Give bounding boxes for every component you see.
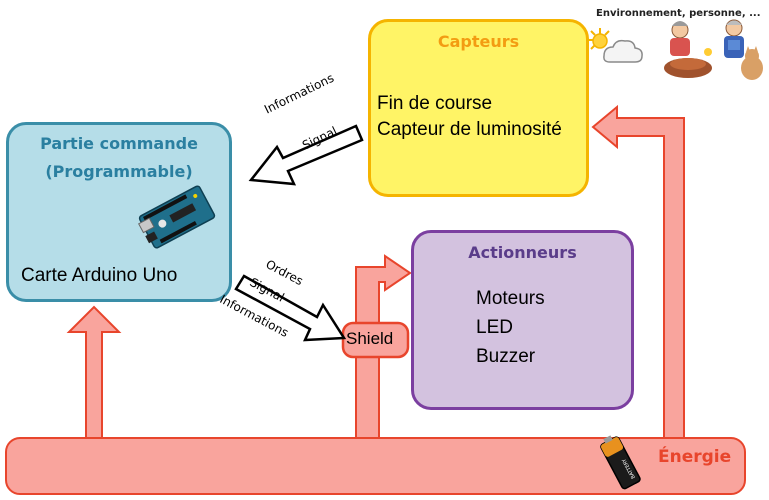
energy-arrow-to-actionneurs bbox=[355, 254, 412, 439]
actionneurs-item-moteurs: Moteurs bbox=[476, 288, 545, 309]
arrow-commande-to-shield bbox=[234, 274, 347, 342]
actionneurs-item-buzzer: Buzzer bbox=[476, 346, 536, 367]
battery-icon: BATTERY bbox=[600, 435, 641, 490]
arduino-board-icon bbox=[138, 185, 216, 249]
shield-box bbox=[341, 321, 410, 359]
actionneurs-item-led: LED bbox=[476, 317, 513, 338]
environment-caption: Environnement, personne, ... bbox=[596, 8, 761, 19]
commande-board-label: Carte Arduino Uno bbox=[21, 265, 178, 286]
shield-label: Shield bbox=[346, 329, 394, 348]
arrow-capteurs-to-commande bbox=[248, 124, 364, 186]
energy-arrow-to-capteurs bbox=[591, 104, 685, 439]
capteurs-box: Capteurs Fin de course Capteur de lumino… bbox=[368, 19, 589, 197]
actionneurs-box: Actionneurs Moteurs LED Buzzer bbox=[411, 230, 634, 410]
capteurs-item-luminosite: Capteur de luminosité bbox=[377, 119, 562, 140]
commande-title-line1: Partie commande bbox=[40, 134, 198, 153]
energy-arrow-to-commande bbox=[66, 305, 122, 439]
capteurs-title: Capteurs bbox=[437, 32, 520, 51]
sun-cloud-icon bbox=[588, 28, 643, 63]
commande-title-line2: (Programmable) bbox=[45, 162, 193, 181]
actionneurs-title: Actionneurs bbox=[468, 243, 577, 262]
people-icon bbox=[664, 19, 763, 80]
commande-box: Partie commande (Programmable) Carte Ard… bbox=[6, 122, 232, 302]
capteurs-item-fin-de-course: Fin de course bbox=[377, 93, 493, 114]
energie-label: Énergie bbox=[658, 447, 732, 467]
